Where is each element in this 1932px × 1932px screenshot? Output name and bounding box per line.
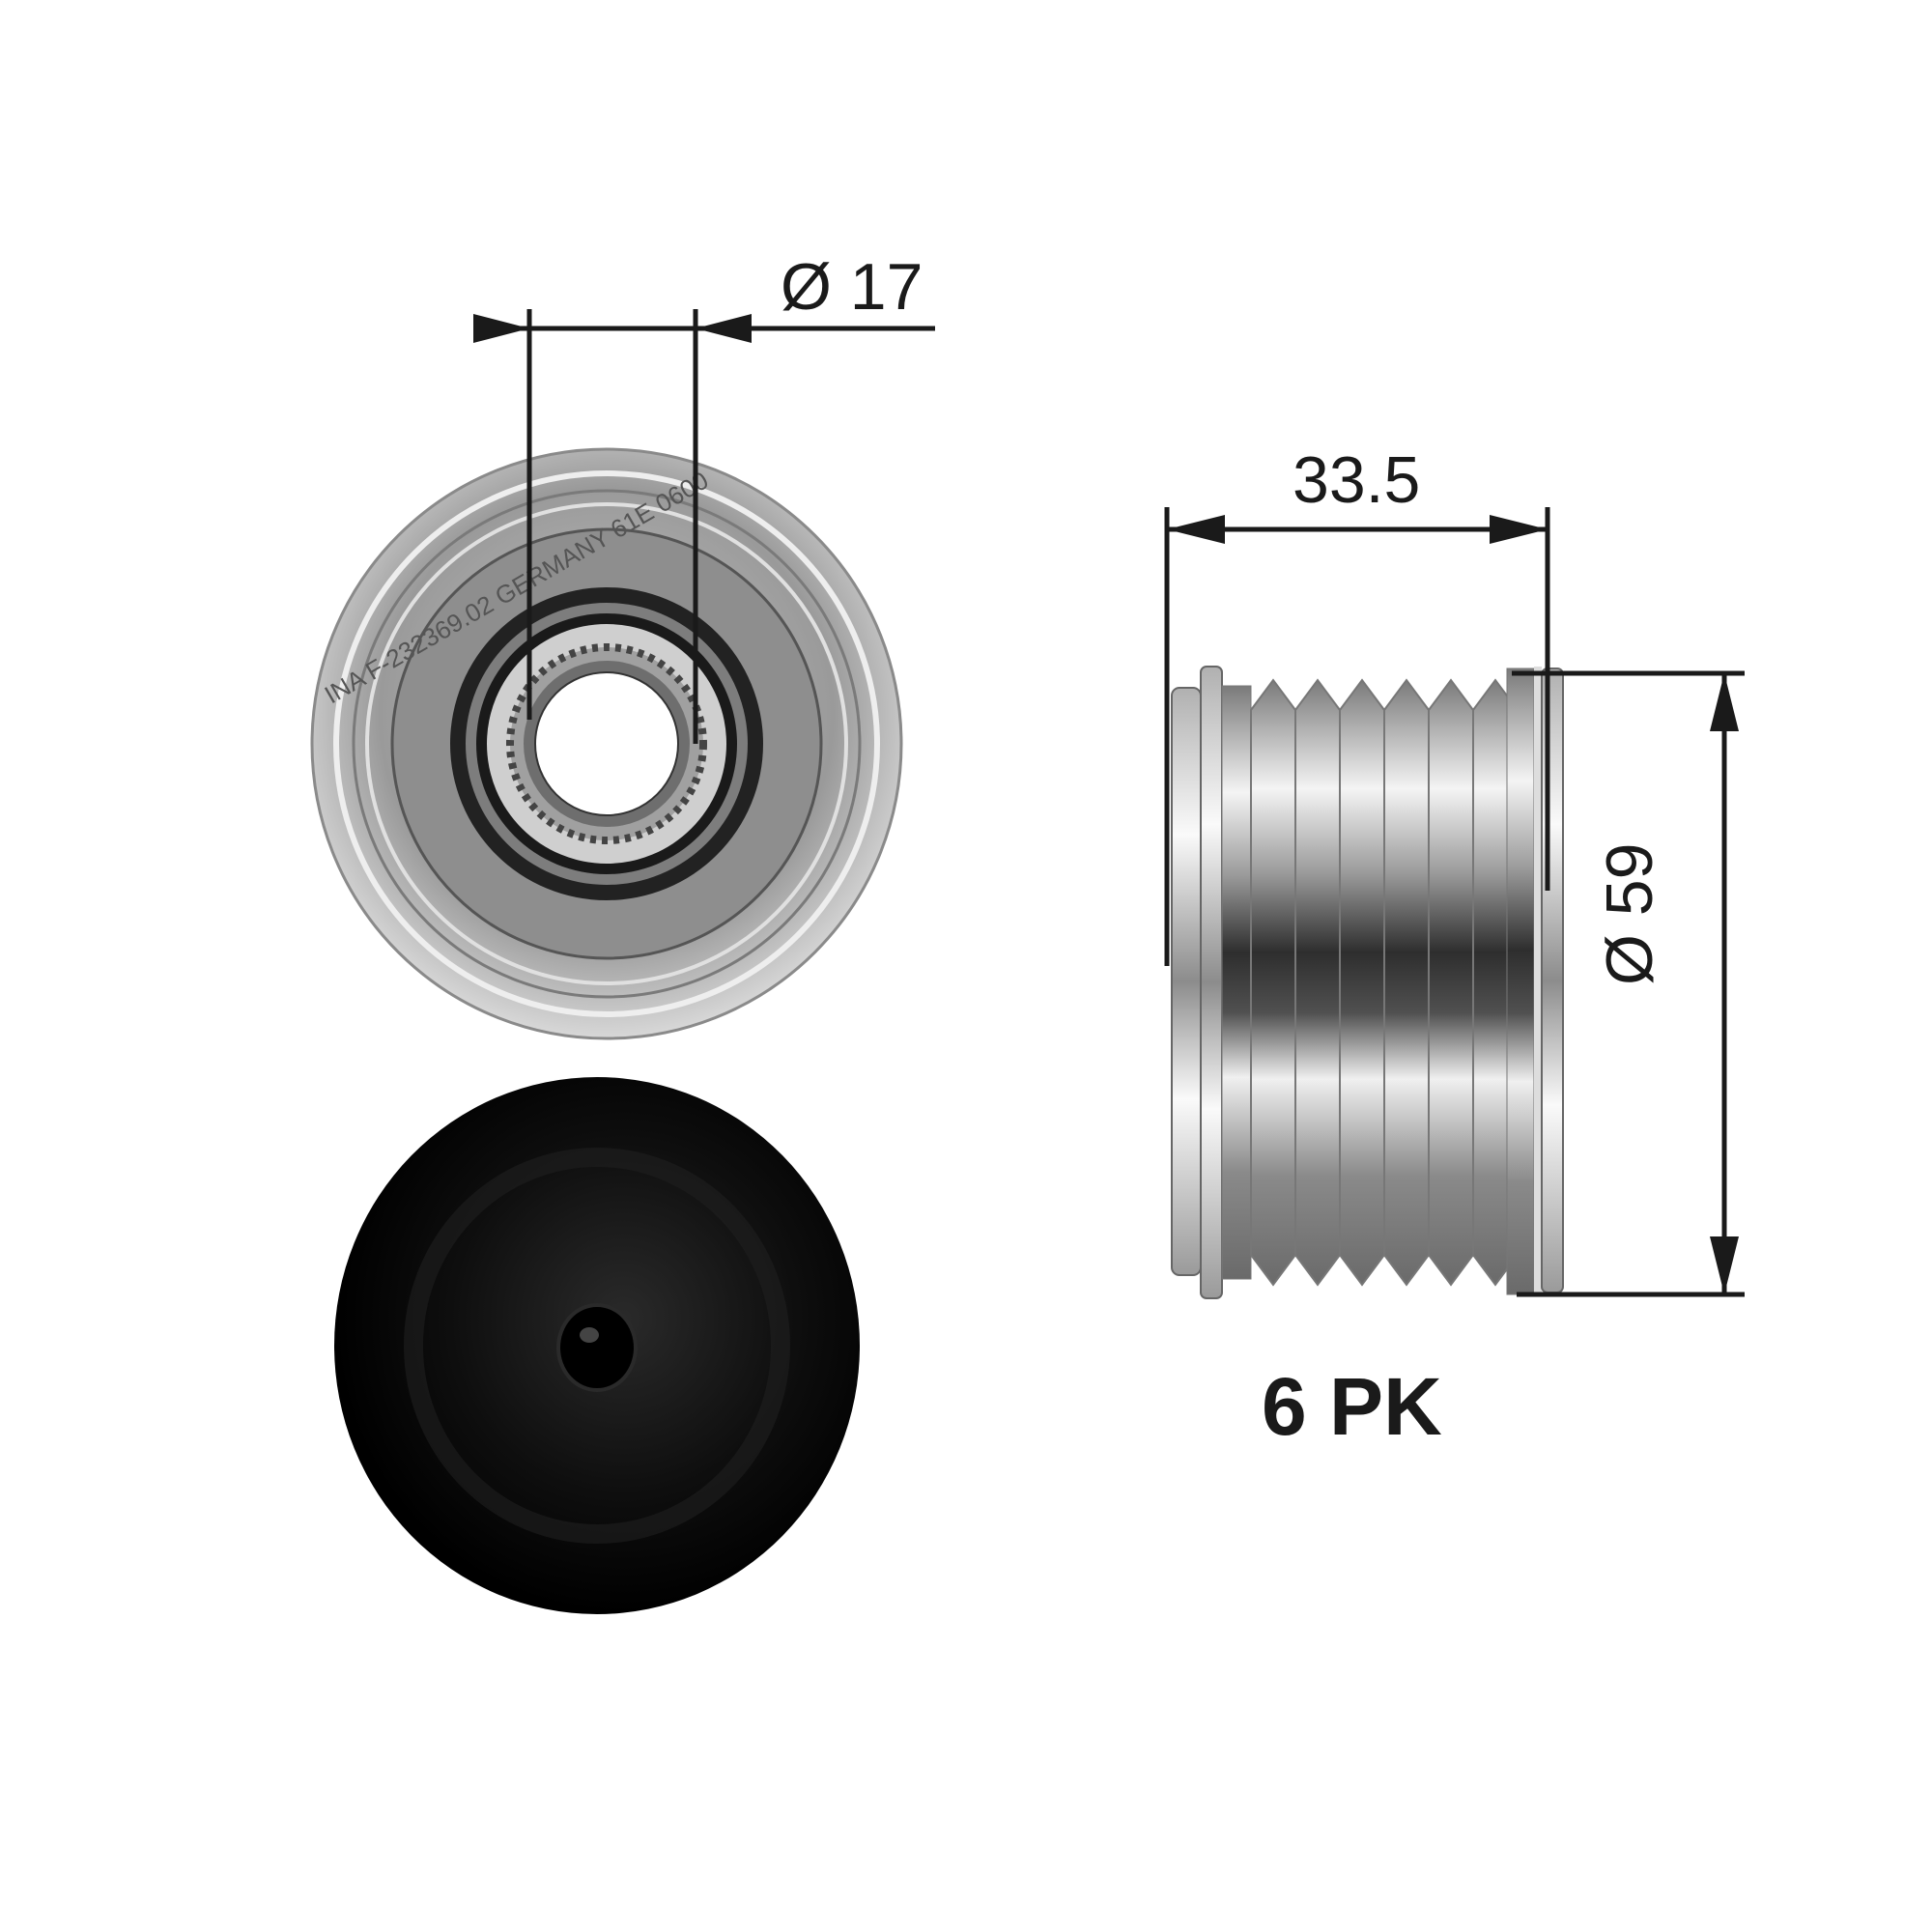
bore-diameter-label: Ø 17 bbox=[781, 250, 923, 324]
belt-profile-label: 6 PK bbox=[1262, 1361, 1442, 1452]
pulley-front-view: INA F-232369.02 GERMANY 61E 0600 bbox=[310, 447, 903, 1040]
bore-dimension bbox=[473, 309, 935, 744]
width-dimension bbox=[1164, 507, 1550, 966]
protective-cap bbox=[334, 1077, 860, 1614]
bore-hole bbox=[534, 671, 679, 816]
outer-diameter-dimension bbox=[1512, 670, 1745, 1297]
outer-diameter-label: Ø 59 bbox=[1593, 842, 1666, 985]
cap-center-nub bbox=[556, 1303, 638, 1392]
pulley-side-view bbox=[1171, 666, 1564, 1299]
width-label: 33.5 bbox=[1293, 443, 1421, 517]
